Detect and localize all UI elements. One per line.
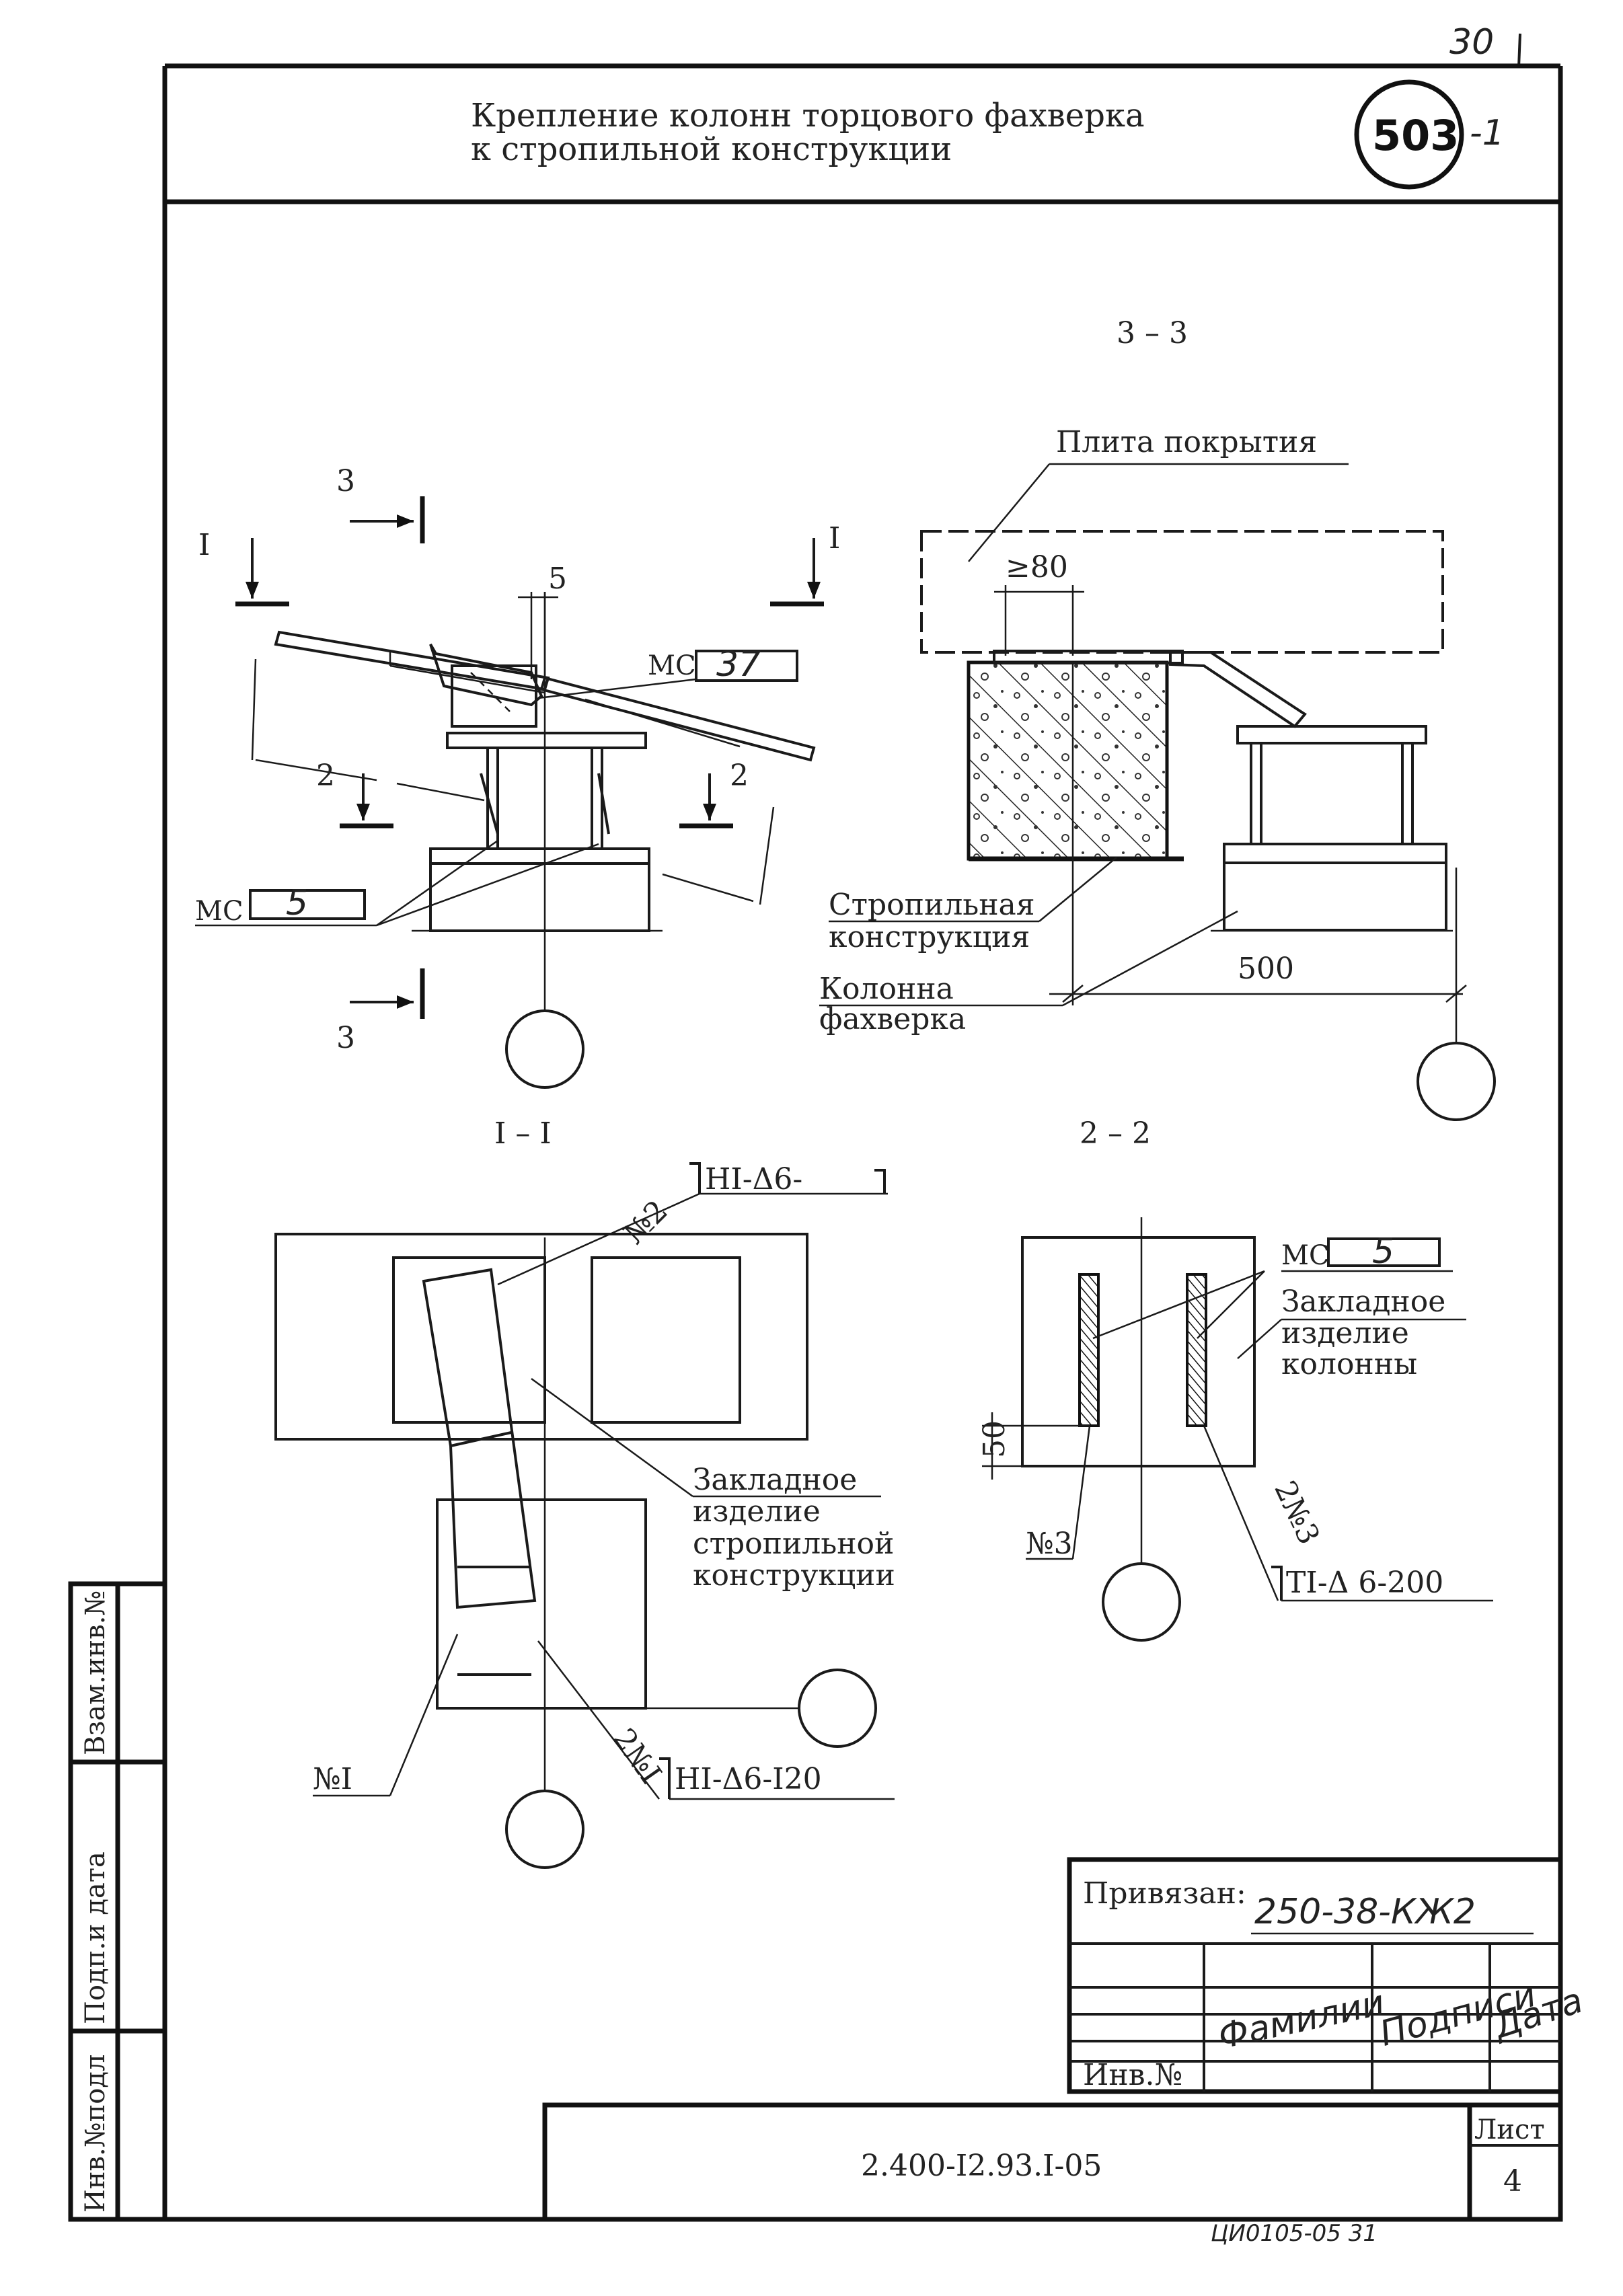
cut-3-top-label: 3	[336, 464, 355, 498]
binding-table: Привязан: 250-38-КЖ2 Фамилии Подписи Дат…	[1067, 1857, 1588, 2094]
weld-top-spec: НI-Δ6-	[705, 1162, 802, 1196]
weld-spec-2-2: ТI-Δ 6-200	[1286, 1566, 1443, 1600]
cut-I-left-label: I	[198, 528, 210, 562]
weld-bottom-spec: НI-Δ6-I20	[675, 1762, 822, 1796]
doc-code: 2.400-I2.93.I-05	[861, 2149, 1102, 2183]
ms-37-prefix: МС	[648, 650, 696, 681]
title-line-2: к стропильной конструкции	[471, 130, 952, 168]
section-3-3-title: 3 – 3	[1117, 316, 1188, 350]
axis-bubble-2-2	[1102, 1562, 1181, 1642]
label-truss-1: Стропильная	[829, 888, 1035, 922]
cut-I-right-label: I	[829, 521, 840, 556]
stamp-podp-data: Подп.и дата	[80, 1851, 111, 2024]
sheet-number: 4	[1503, 2164, 1522, 2198]
inv-label: Инв.№	[1083, 2058, 1182, 2092]
axis-bubble-3-3	[1417, 1042, 1496, 1121]
sheet-label: Лист	[1474, 2114, 1545, 2145]
ms-5-prefix: МС	[195, 896, 243, 927]
dim-5: 5	[548, 562, 567, 596]
cut-2-left-label: 2	[316, 759, 335, 793]
title-line-1: Крепление колонн торцового фахверка	[471, 97, 1145, 135]
title-block: 2.400-I2.93.I-05 Лист 4	[542, 2102, 1563, 2222]
series-badge-number: 503	[1372, 111, 1459, 160]
label-embed-column-1: Закладное	[1281, 1285, 1445, 1319]
label-embed-truss-2: изделие	[693, 1494, 821, 1529]
section-I-I-title: I – I	[494, 1116, 552, 1151]
axis-bubble-I-I-right	[798, 1669, 877, 1748]
label-embed-truss-3: стропильной	[693, 1527, 894, 1561]
cut-3-bottom-label: 3	[336, 1021, 355, 1055]
part-1: №I	[313, 1762, 352, 1796]
section-2-2: 2 – 2 МС 5 Закладное изделие колонны 50 …	[977, 1116, 1493, 1642]
section-3-3: 3 – 3 Плита покрытия ≥80 500 Строп	[819, 316, 1496, 1121]
page-number-mark	[1517, 33, 1521, 68]
label-embed-column-3: колонны	[1281, 1347, 1417, 1381]
label-column-2: фахверка	[819, 1002, 966, 1036]
ms-5-2-2-prefix: МС	[1281, 1240, 1330, 1271]
section-I-I: I – I НI-Δ6- №2 Закладное изделие стропи…	[274, 1116, 895, 1869]
cut-2-right-label: 2	[730, 759, 749, 793]
binding-value: 250-38-КЖ2	[1254, 1892, 1476, 1932]
label-embed-truss-1: Закладное	[693, 1463, 857, 1497]
label-embed-column-2: изделие	[1281, 1316, 1409, 1350]
dim-80: ≥80	[1006, 550, 1068, 584]
elevation-view: 3 3 I I 5	[195, 464, 840, 1089]
ms-37-value: 37	[716, 644, 761, 685]
label-embed-truss-4: конструкции	[693, 1558, 895, 1593]
part-2-no3: 2№3	[1267, 1476, 1326, 1549]
ms-5-value: 5	[286, 883, 308, 923]
series-badge-circle	[1354, 79, 1464, 190]
page-number: 30	[1449, 22, 1494, 63]
header: Крепление колонн торцового фахверка к ст…	[471, 79, 1505, 190]
weld-top-part: №2	[617, 1194, 675, 1251]
col-family: Фамилии	[1215, 1983, 1388, 2057]
label-slab: Плита покрытия	[1056, 425, 1317, 459]
footer-stamp: ЦИ0105-05 31	[1211, 2220, 1377, 2247]
part-3: №3	[1026, 1527, 1073, 1561]
binding-label: Привязан:	[1083, 1876, 1246, 1911]
axis-bubble-elevation	[505, 1009, 584, 1089]
series-badge-suffix: -1	[1470, 113, 1505, 153]
dim-500: 500	[1238, 952, 1294, 986]
stamp-vzam-inv: Взам.инв.№	[80, 1591, 111, 1755]
dim-50: 50	[977, 1420, 1012, 1458]
axis-bubble-I-I-bottom	[505, 1790, 584, 1869]
side-stamp: Инв.№подл Подп.и дата Взам.инв.№	[68, 1581, 167, 2222]
section-2-2-title: 2 – 2	[1080, 1116, 1151, 1151]
label-truss-2: конструкция	[829, 920, 1030, 954]
stamp-inv-podl: Инв.№подл	[80, 2055, 111, 2213]
part-2-no1: 2№I	[606, 1722, 668, 1790]
ms-5-2-2-value: 5	[1372, 1231, 1394, 1272]
label-column-1: Колонна	[819, 972, 954, 1006]
